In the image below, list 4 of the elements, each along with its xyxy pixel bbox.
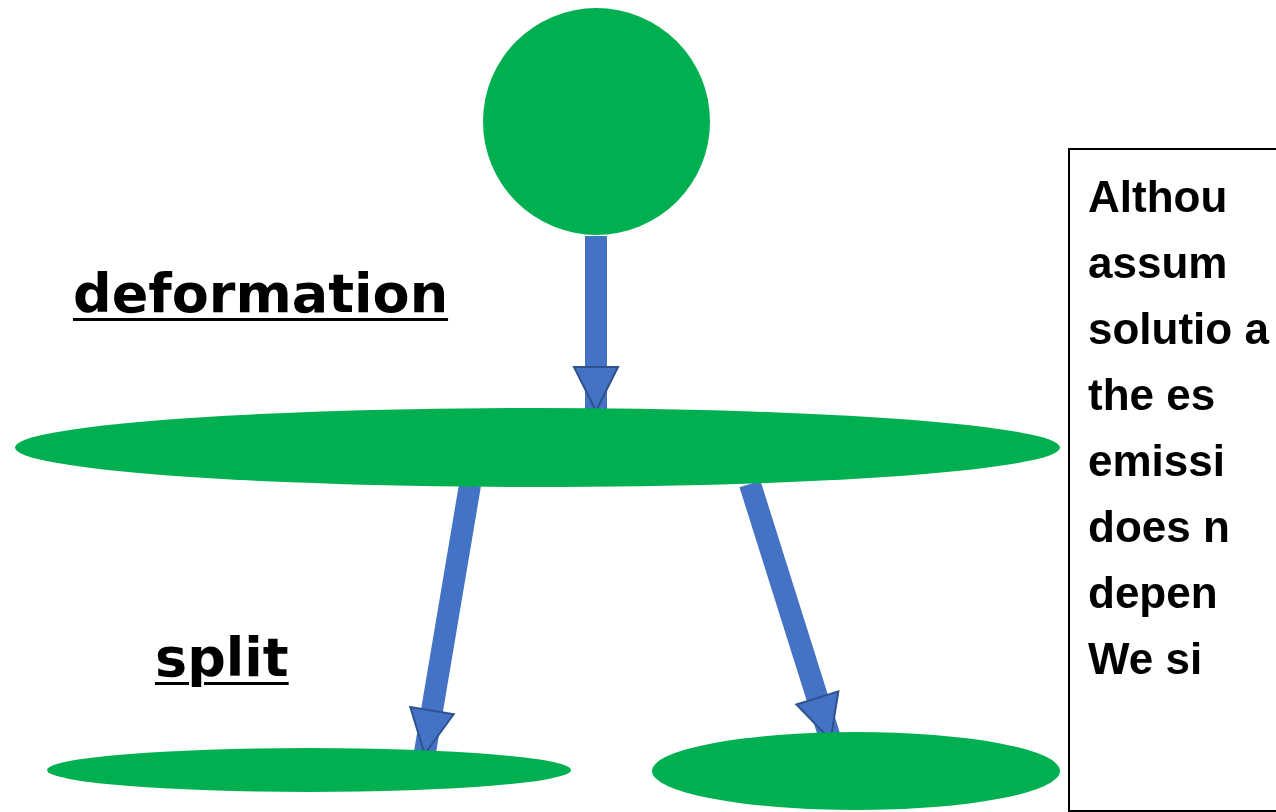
step-label: deformation	[73, 262, 449, 325]
text-box	[1068, 148, 1276, 812]
paragraph: Althou assum solutio a the es emissi does n depen We si	[1088, 171, 1271, 685]
step-label: split	[155, 626, 289, 689]
